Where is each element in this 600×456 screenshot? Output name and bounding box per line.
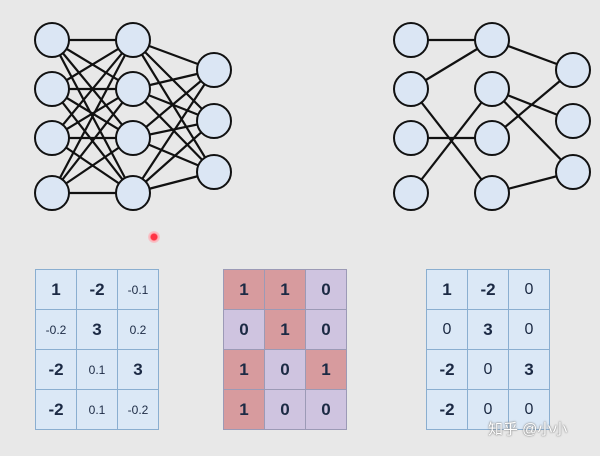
matrix-cell: 0	[264, 389, 306, 430]
matrix-cell: -0.2	[35, 309, 77, 350]
matrix-cell: 3	[467, 309, 509, 350]
matrix-cell: 3	[508, 349, 550, 390]
sparse-edge	[410, 88, 493, 194]
matrix-cell: 1	[35, 269, 77, 310]
dense-node	[34, 120, 70, 156]
sparse-node	[393, 22, 429, 58]
matrix-cell: 3	[117, 349, 159, 390]
matrix-cell: 0.1	[76, 349, 118, 390]
dense-node	[196, 103, 232, 139]
sparse-node	[474, 175, 510, 211]
dense-node	[196, 154, 232, 190]
matrix-cell: -0.1	[117, 269, 159, 310]
matrix-row: 1-2-0.1	[35, 269, 159, 310]
matrix-cell: 0	[508, 389, 550, 430]
matrix-cell: -2	[426, 389, 468, 430]
dense-edge	[51, 39, 134, 194]
dense-node	[34, 71, 70, 107]
matrix-cell: 1	[223, 269, 265, 310]
matrix-cell: 0	[508, 269, 550, 310]
matrix-cell: -2	[76, 269, 118, 310]
matrix-cell: 1	[223, 349, 265, 390]
sparse-node	[393, 175, 429, 211]
matrix-cell: 0.2	[117, 309, 159, 350]
dense-edge	[51, 88, 134, 194]
matrix-cell: 0	[305, 309, 347, 350]
dense-edge	[132, 120, 215, 194]
dense-node	[34, 22, 70, 58]
dense-node	[115, 175, 151, 211]
matrix-cell: -2	[35, 349, 77, 390]
network-diagrams	[34, 22, 591, 211]
matrix-cell: 1	[223, 389, 265, 430]
dense-edge	[51, 39, 134, 139]
dense-node	[196, 52, 232, 88]
matrix-cell: 0.1	[76, 389, 118, 430]
matrix-cell: 3	[76, 309, 118, 350]
matrix-cell: -2	[467, 269, 509, 310]
dense-node	[34, 175, 70, 211]
matrix-cell: 0	[508, 309, 550, 350]
sparse-node	[555, 52, 591, 88]
watermark: 知乎 @小小	[488, 421, 568, 438]
matrix-cell: 1	[305, 349, 347, 390]
matrix-cell: 1	[264, 269, 306, 310]
dense-node	[115, 71, 151, 107]
matrix-cell: 1	[426, 269, 468, 310]
matrix-cell: 1	[264, 309, 306, 350]
matrix-cell: -2	[35, 389, 77, 430]
cursor-pointer	[148, 231, 160, 243]
sparse-edge	[491, 88, 574, 173]
matrix-cell: 0	[264, 349, 306, 390]
sparse-node	[474, 120, 510, 156]
dense-node	[115, 22, 151, 58]
sparse-node	[555, 154, 591, 190]
dense-network	[34, 22, 232, 211]
matrix-cell: 0	[223, 309, 265, 350]
matrix-cell: -2	[426, 349, 468, 390]
matrix-cell: 0	[305, 389, 347, 430]
matrix-cell: 0	[426, 309, 468, 350]
sparse-network	[393, 22, 591, 211]
matrix-cell: -0.2	[117, 389, 159, 430]
matrix-cell: 0	[467, 349, 509, 390]
dense-node	[115, 120, 151, 156]
sparse-node	[393, 71, 429, 107]
matrix-cell: 0	[305, 269, 347, 310]
sparse-node	[393, 120, 429, 156]
sparse-node	[474, 22, 510, 58]
sparse-node	[555, 103, 591, 139]
dense-edge	[132, 69, 215, 194]
sparse-node	[474, 71, 510, 107]
